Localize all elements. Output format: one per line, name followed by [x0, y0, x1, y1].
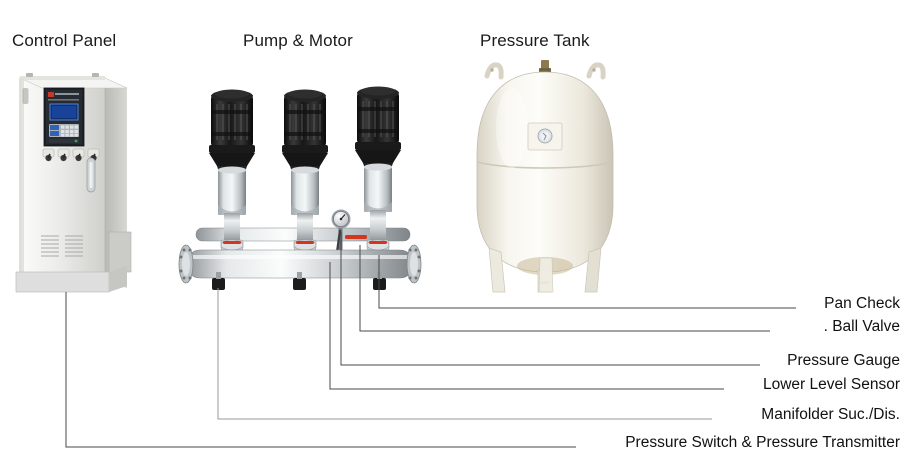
leader-ball-valve — [359, 245, 770, 332]
callout-pan-check: Pan Check — [824, 295, 900, 312]
group-title-control-panel: Control Panel — [12, 31, 117, 50]
pressure-tank-unit — [476, 60, 614, 293]
leader-pressure-switch — [65, 292, 576, 448]
leader-pressure-gauge — [340, 232, 760, 366]
group-title-pressure-tank: Pressure Tank — [480, 31, 590, 50]
manifold-pipe — [178, 244, 422, 284]
pump-unit — [209, 89, 255, 251]
group-title-pump-motor: Pump & Motor — [243, 31, 353, 50]
ball-valve-handle — [345, 235, 367, 239]
pump-unit — [282, 89, 328, 251]
door-handle-icon — [86, 157, 96, 193]
hmi-controller — [43, 87, 85, 147]
leader-manifolder — [217, 288, 712, 420]
callout-pressure-gauge: Pressure Gauge — [787, 352, 900, 369]
callout-lower-level-sensor: Lower Level Sensor — [763, 376, 900, 393]
manifold-foot — [293, 272, 306, 290]
control-panel-unit — [15, 73, 132, 293]
selector-switch-row — [42, 148, 100, 162]
tank-nameplate — [527, 122, 563, 151]
callout-pressure-switch: Pressure Switch & Pressure Transmitter — [625, 434, 900, 451]
leader-pan-check — [378, 255, 796, 309]
pump-skid — [178, 86, 422, 290]
manifold-foot — [212, 272, 225, 290]
vent-grille — [41, 235, 83, 257]
callout-ball-valve: . Ball Valve — [823, 318, 900, 335]
leader-lower-level-sensor — [329, 262, 724, 390]
pump-unit — [355, 86, 401, 251]
callout-manifolder: Manifolder Suc./Dis. — [761, 406, 900, 423]
